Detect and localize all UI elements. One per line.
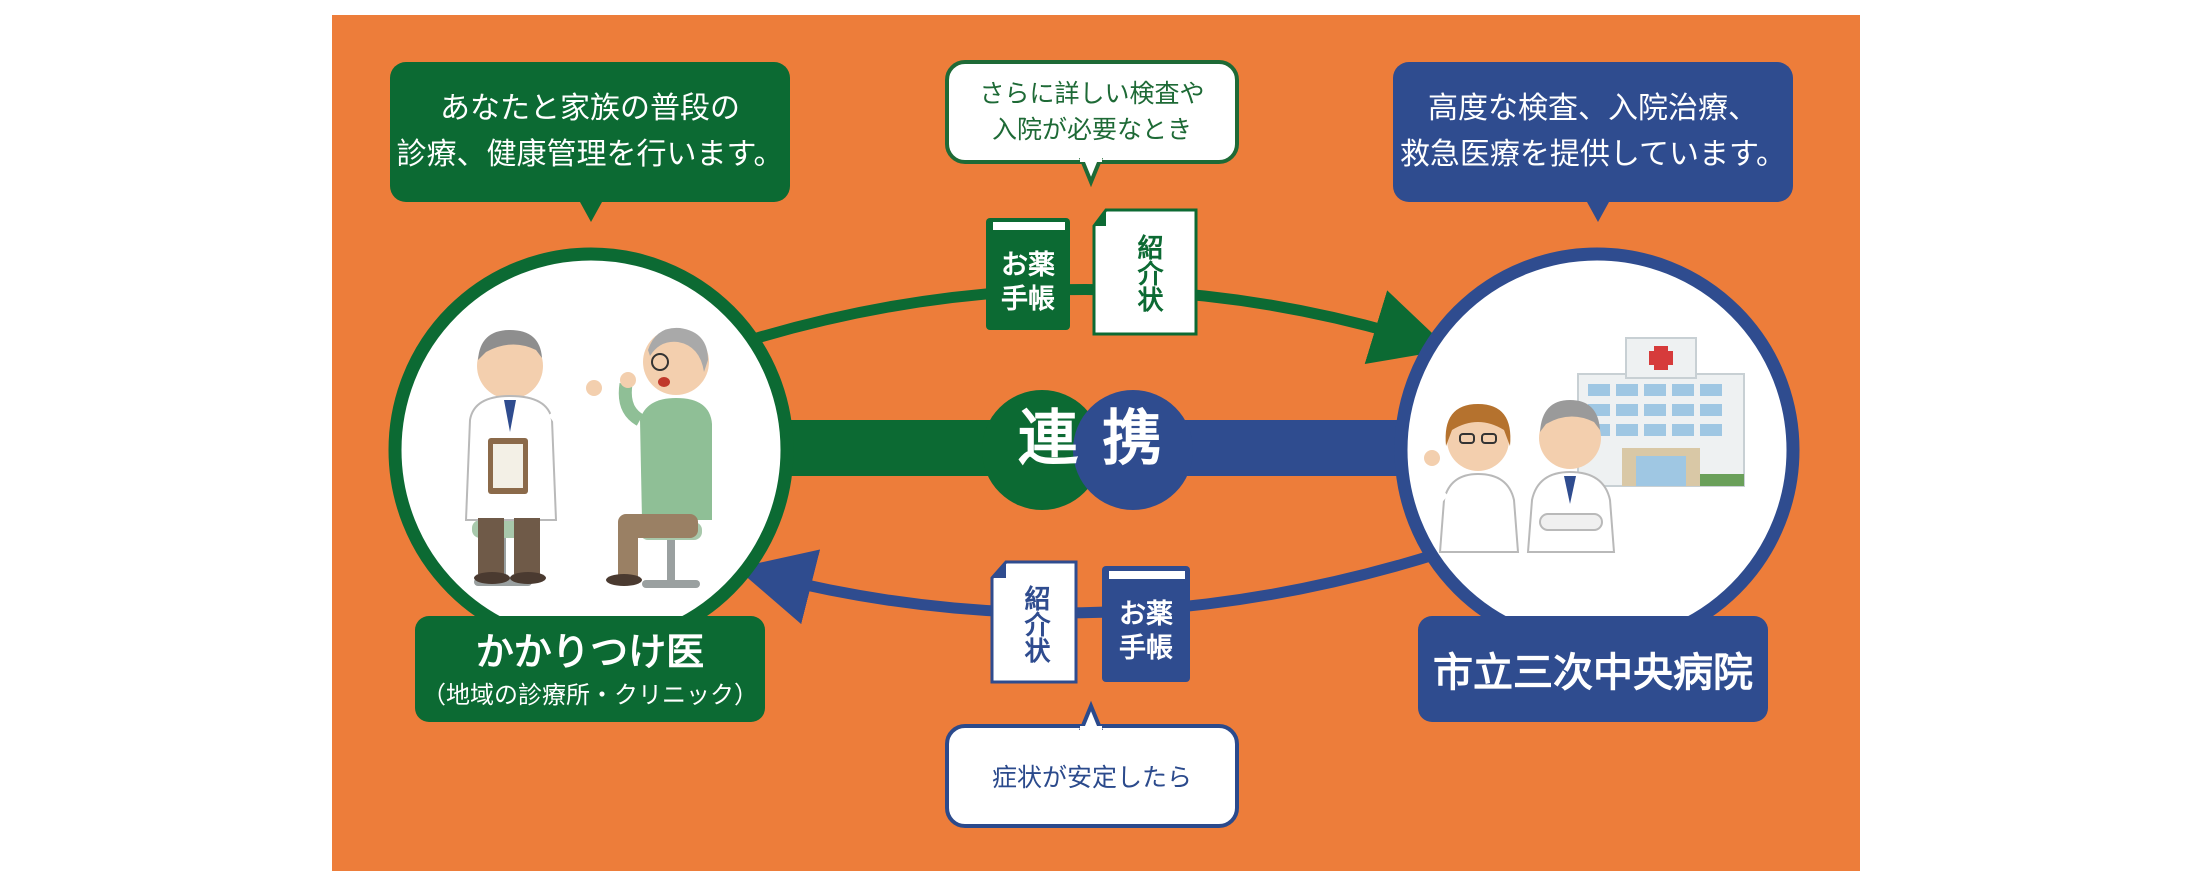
- referral-condition-line-2: 入院が必要なとき: [991, 115, 1192, 144]
- letter-lower-text: 紹介状: [1020, 585, 1050, 663]
- renkei-label: 連 携: [990, 388, 1190, 478]
- clinic-role-line-1: あなたと家族の普段の: [440, 91, 740, 126]
- referral-letter-upper-text: 紹介状: [1110, 218, 1186, 328]
- left-bubble-shape: [390, 62, 790, 222]
- referral-condition-line-1: さらに詳しい検査や: [979, 79, 1205, 108]
- clinic-subtitle: （地域の診療所・クリニック）: [422, 681, 758, 709]
- doctor-patient-illustration: [464, 327, 712, 588]
- top-mid-bubble-shape: [945, 60, 1239, 188]
- hospital-label-box: [1418, 616, 1768, 722]
- clinic-role-text: あなたと家族の普段の 診療、健康管理を行います。: [390, 62, 790, 202]
- hospital-role-text: 高度な検査、入院治療、 救急医療を提供しています。: [1393, 62, 1793, 202]
- clinic-circle: [388, 247, 794, 653]
- renkei-blue-circle: [1073, 390, 1193, 510]
- medicine-notebook-lower-text: お薬 手帳: [1102, 584, 1190, 680]
- renkei-char-2: 携: [1102, 403, 1162, 474]
- medicine-notebook-upper: [986, 218, 1070, 330]
- clinic-title: かかりつけ医: [475, 630, 705, 674]
- right-bubble-shape: [1393, 62, 1793, 222]
- hospital-title: 市立三次中央病院: [1433, 650, 1753, 696]
- referral-letter-upper: [1092, 208, 1198, 336]
- renkei-green-circle: [982, 390, 1102, 510]
- hospital-label: 市立三次中央病院: [1418, 616, 1768, 722]
- notebook-lower-line-1: お薬: [1119, 599, 1173, 630]
- referral-letter-lower-text: 紹介状: [1000, 570, 1070, 678]
- hospital-role-line-2: 救急医療を提供しています。: [1399, 137, 1787, 172]
- clinic-label: かかりつけ医 （地域の診療所・クリニック）: [415, 616, 765, 722]
- hospital-staff-illustration: [1424, 337, 1745, 553]
- referral-arrow: [755, 284, 1450, 365]
- referral-condition-text: さらに詳しい検査や 入院が必要なとき: [947, 62, 1237, 162]
- medicine-notebook-lower: [1102, 566, 1190, 682]
- medicine-notebook-upper-text: お薬 手帳: [986, 236, 1070, 330]
- return-condition-text: 症状が安定したら: [947, 726, 1237, 826]
- notebook-lower-line-2: 手帳: [1119, 633, 1173, 664]
- hospital-role-line-1: 高度な検査、入院治療、: [1428, 91, 1758, 126]
- renkei-char-1: 連: [1018, 403, 1078, 474]
- letter-upper-text: 紹介状: [1133, 234, 1163, 312]
- referral-letter-lower: [990, 560, 1078, 684]
- notebook-upper-line-2: 手帳: [1001, 284, 1055, 315]
- clinic-role-line-2: 診療、健康管理を行います。: [396, 137, 784, 172]
- return-condition-line: 症状が安定したら: [991, 763, 1192, 792]
- clinic-label-box: [415, 616, 765, 722]
- notebook-upper-line-1: お薬: [1001, 250, 1055, 281]
- bottom-mid-bubble-shape: [945, 700, 1239, 828]
